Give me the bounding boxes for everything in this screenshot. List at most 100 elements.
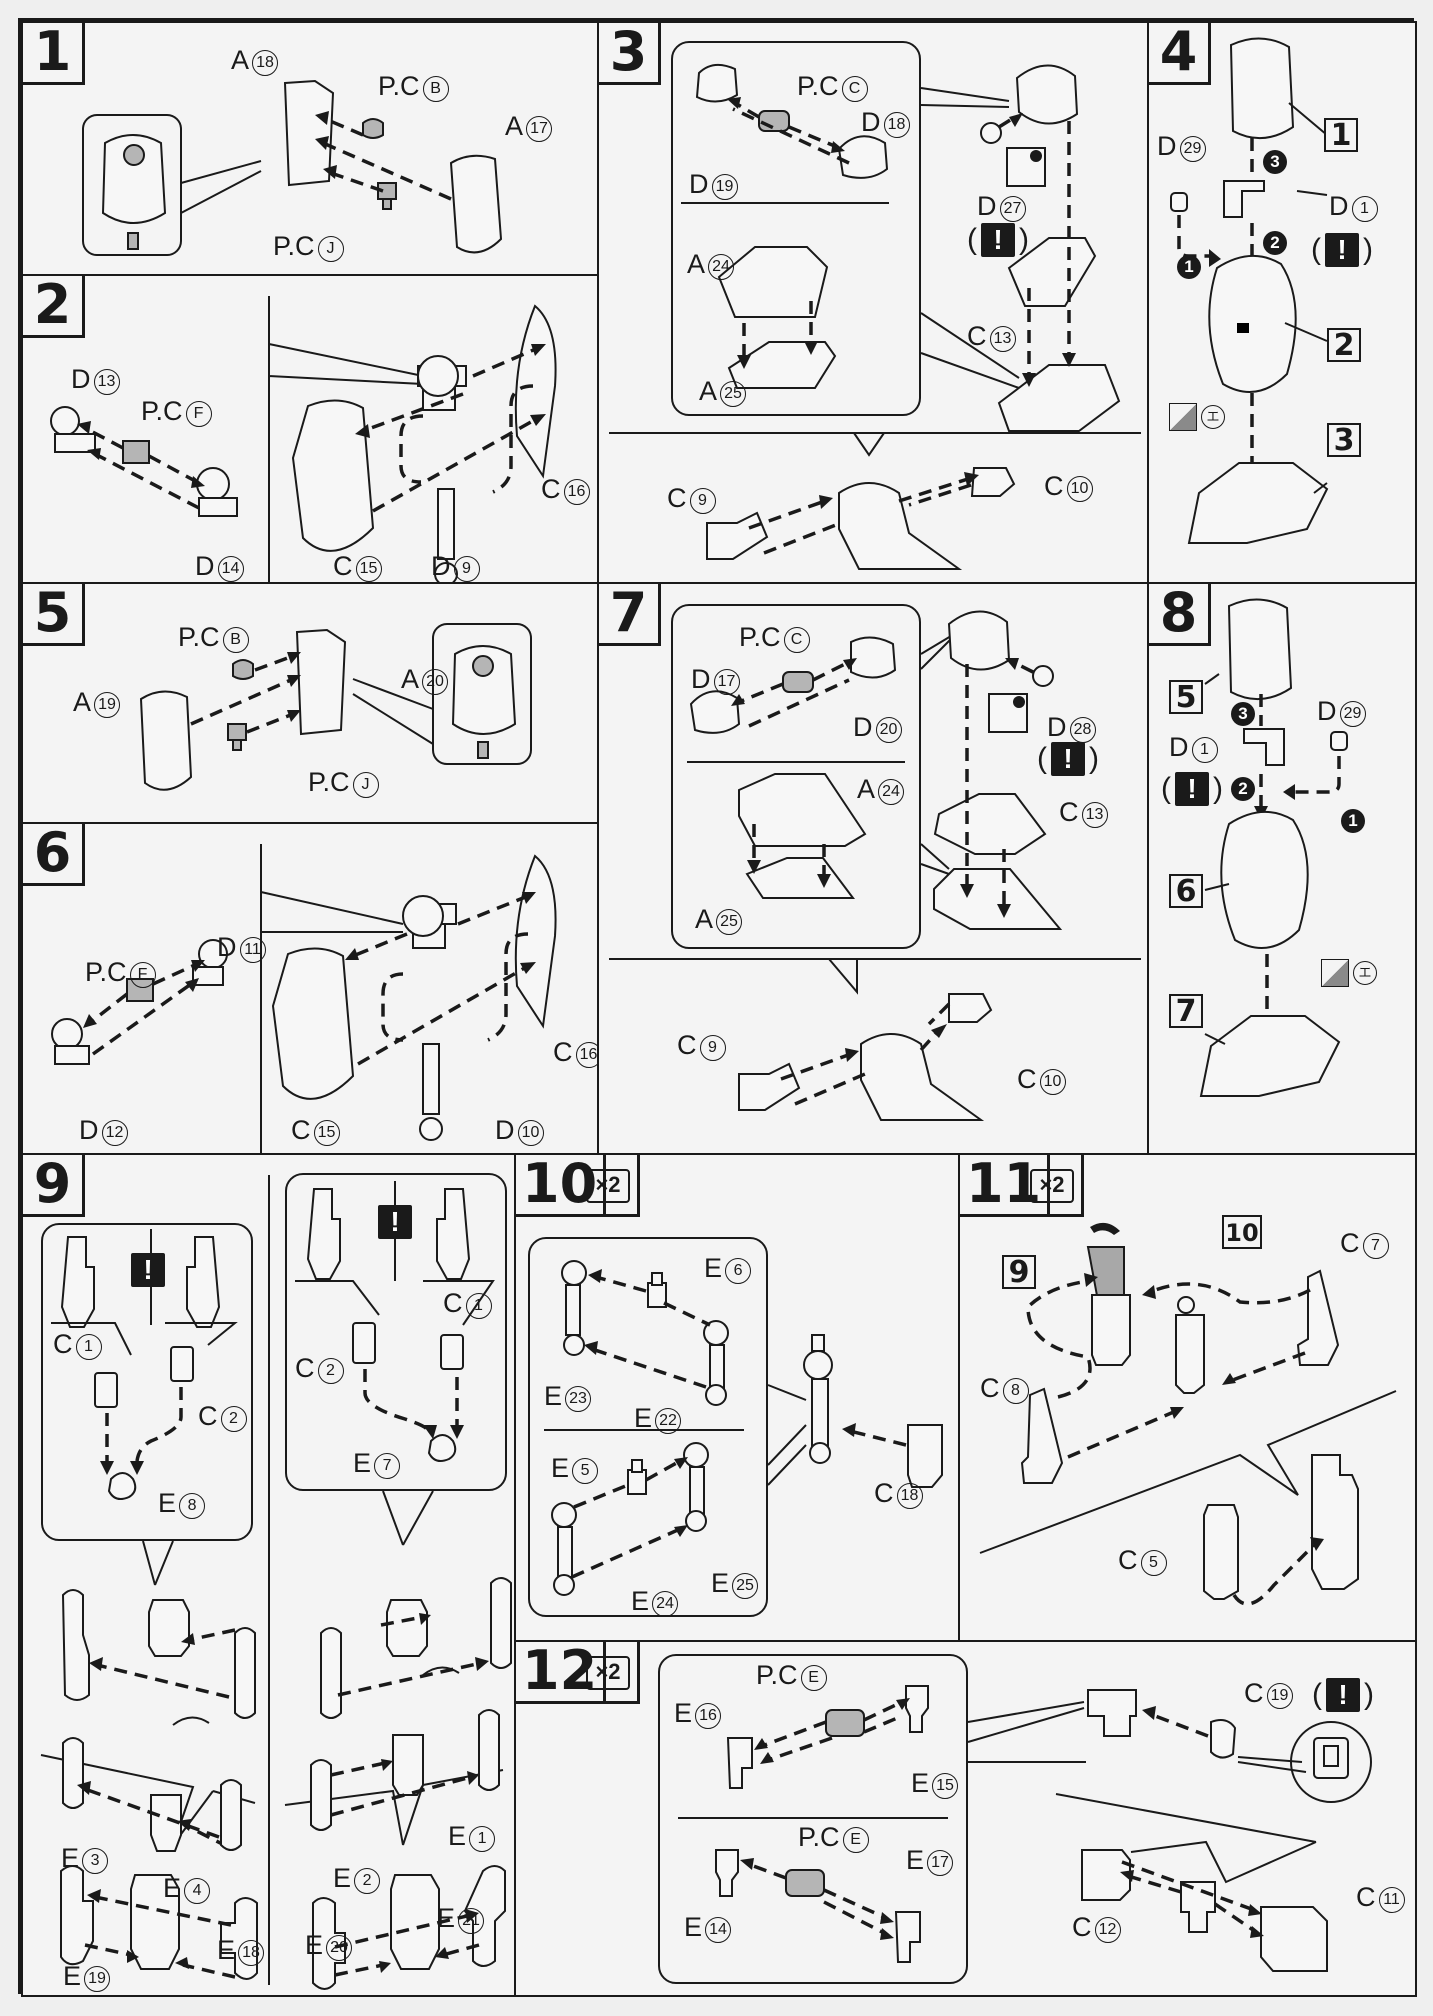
sticker-code: エ xyxy=(1201,405,1225,429)
warning-icon: ! xyxy=(1051,742,1085,776)
quantity-multiplier: ×2 xyxy=(578,1642,640,1704)
step-number: 7 xyxy=(599,584,661,646)
step-12-panel: 12 ×2 xyxy=(514,1640,1417,1997)
step-10-illustration xyxy=(516,1155,960,1642)
step-number: 2 xyxy=(23,276,85,338)
step-12-illustration xyxy=(516,1642,1417,1997)
sequence-2-icon: 2 xyxy=(1231,777,1255,801)
step-number: 6 xyxy=(23,824,85,886)
warning-note: (!) xyxy=(1037,742,1099,776)
detail-bubble xyxy=(658,1654,968,1984)
detail-bubble xyxy=(671,41,921,416)
step-number: 11 xyxy=(960,1155,1051,1217)
step-9-illustration xyxy=(23,1155,516,1997)
sequence-1-icon: 1 xyxy=(1341,809,1365,833)
sticker-icon xyxy=(1169,403,1197,431)
sequence-2-icon: 2 xyxy=(1263,231,1287,255)
step-number: 10 xyxy=(516,1155,607,1217)
warning-icon: ! xyxy=(1325,233,1359,267)
step-number: 8 xyxy=(1149,584,1211,646)
step-1-illustration xyxy=(23,23,599,276)
subassembly-ref-7: 7 xyxy=(1169,994,1203,1028)
sequence-3-icon: 3 xyxy=(1231,702,1255,726)
rotate-arrow-icon xyxy=(1090,1222,1120,1235)
step-number: 5 xyxy=(23,584,85,646)
sequence-3-icon: 3 xyxy=(1263,150,1287,174)
step-number: 4 xyxy=(1149,23,1211,85)
step-number: 9 xyxy=(23,1155,85,1217)
warning-note: (!) xyxy=(1161,772,1223,806)
step-9-panel: 9 xyxy=(21,1153,516,1997)
sequence-1-icon: 1 xyxy=(1177,255,1201,279)
step-3-panel: 3 xyxy=(597,21,1149,584)
step-number: 3 xyxy=(599,23,661,85)
quantity-multiplier: ×2 xyxy=(1022,1155,1084,1217)
warning-icon: ! xyxy=(131,1253,165,1287)
detail-bubble xyxy=(528,1237,768,1617)
detail-bubble-right xyxy=(285,1173,507,1491)
subassembly-ref-1: 1 xyxy=(1324,118,1358,152)
quantity-multiplier: ×2 xyxy=(578,1155,640,1217)
subassembly-ref-10: 10 xyxy=(1222,1215,1262,1249)
detail-bubble xyxy=(671,604,921,949)
subassembly-ref-2: 2 xyxy=(1327,328,1361,362)
sticker-code: エ xyxy=(1353,961,1377,985)
warning-note: (!) xyxy=(1311,233,1373,267)
